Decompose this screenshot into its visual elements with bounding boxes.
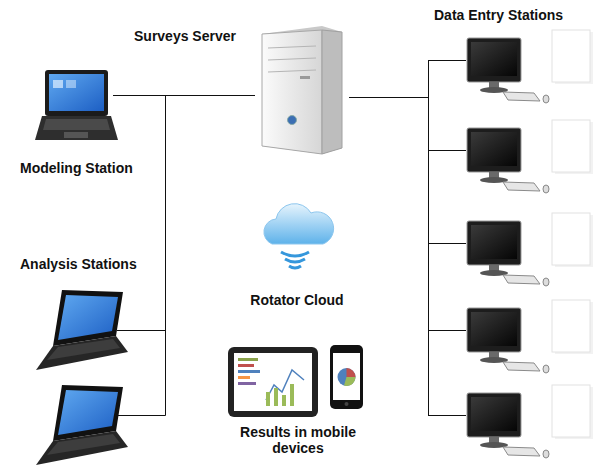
network-link xyxy=(349,97,428,98)
node-label: Surveys Server xyxy=(134,28,236,44)
monitor-icon xyxy=(467,30,593,103)
station-group-node: Analysis Stations xyxy=(18,252,153,472)
station-group-node: Data Entry Stations xyxy=(428,4,597,472)
monitor-icon xyxy=(467,120,593,193)
laptop-icon xyxy=(36,290,128,370)
laptop-icon xyxy=(35,70,118,140)
station-node: Modeling Station xyxy=(18,66,145,182)
cloud-node: Rotator Cloud xyxy=(232,195,362,310)
monitor-icon xyxy=(467,385,593,458)
monitor-group xyxy=(467,30,593,458)
server-tower xyxy=(262,26,342,154)
node-label: Data Entry Stations xyxy=(434,7,563,23)
monitor-icon xyxy=(467,300,593,373)
node-label: Modeling Station xyxy=(20,160,133,176)
node-label: Rotator Cloud xyxy=(232,292,362,308)
tablet-icon xyxy=(228,347,318,417)
network-link xyxy=(153,96,255,331)
monitor-icon xyxy=(467,213,593,286)
node-label: Analysis Stations xyxy=(20,256,137,272)
cloud-icon xyxy=(264,204,334,268)
laptop-icon xyxy=(36,385,128,465)
device-node: Results in mobile devices xyxy=(222,340,374,460)
phone-icon xyxy=(330,345,363,409)
network-link xyxy=(145,95,255,96)
node-label: Results in mobile devices xyxy=(228,424,368,456)
server-node: Surveys Server xyxy=(255,22,349,156)
